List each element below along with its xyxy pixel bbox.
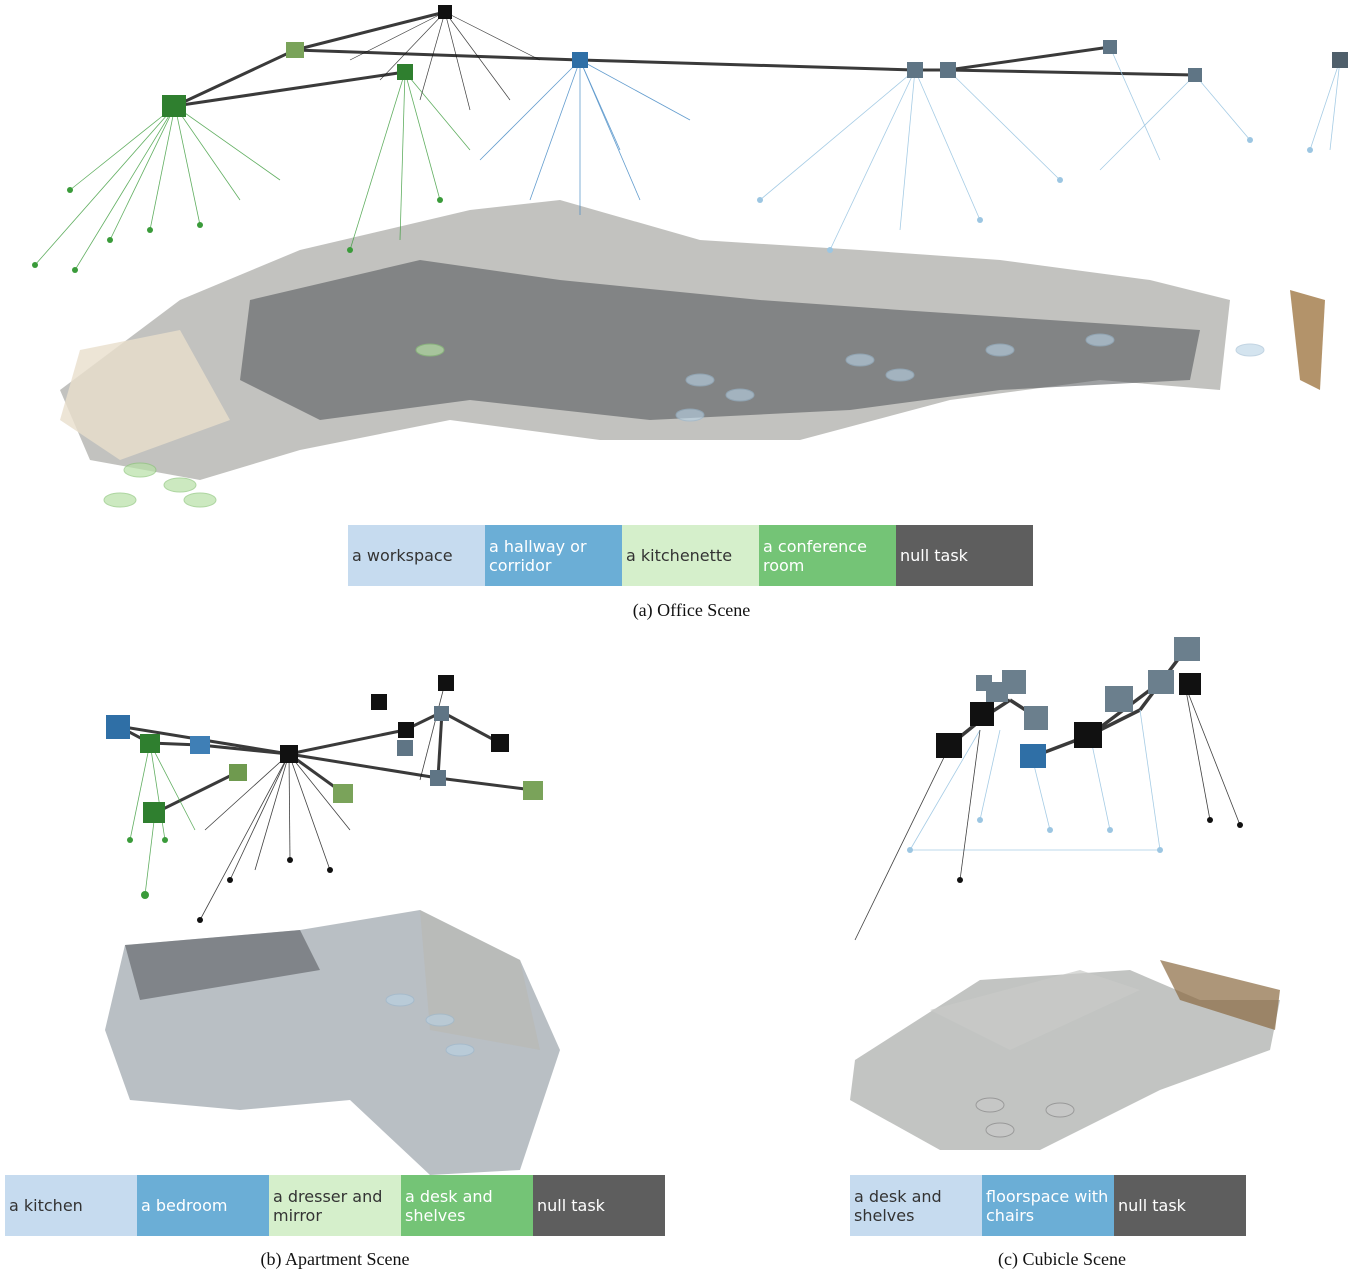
cubicle-legend: a desk and shelves floorspace with chair… [850, 1175, 1246, 1236]
caption-apartment: (b) Apartment Scene [260, 1249, 410, 1269]
legend-item: null task [533, 1175, 665, 1236]
legend-item: a bedroom [137, 1175, 269, 1236]
legend-item: a conference room [759, 525, 896, 586]
legend-item: a hallway or corridor [485, 525, 622, 586]
office-legend: a workspace a hallway or corridor a kitc… [348, 525, 1033, 586]
legend-item: a desk and shelves [850, 1175, 982, 1236]
caption-cubicle: (c) Cubicle Scene [998, 1249, 1126, 1269]
legend-item: null task [896, 525, 1033, 586]
legend-item: floorspace with chairs [982, 1175, 1114, 1236]
cubicle-scene-graph-render [850, 637, 1280, 1150]
caption-office: (a) Office Scene [632, 600, 751, 620]
legend-item: a desk and shelves [401, 1175, 533, 1236]
office-scene-graph-render [32, 5, 1348, 508]
legend-item: null task [1114, 1175, 1246, 1236]
apartment-scene-graph-render [105, 675, 560, 1175]
panel-cubicle: a desk and shelves floorspace with chair… [680, 630, 1359, 1273]
legend-item: a workspace [348, 525, 485, 586]
panel-office: a workspace a hallway or corridor a kitc… [0, 0, 1359, 630]
legend-item: a kitchen [5, 1175, 137, 1236]
panel-apartment: a kitchen a bedroom a dresser and mirror… [0, 630, 680, 1273]
legend-item: a dresser and mirror [269, 1175, 401, 1236]
apartment-legend: a kitchen a bedroom a dresser and mirror… [5, 1175, 665, 1236]
legend-item: a kitchenette [622, 525, 759, 586]
